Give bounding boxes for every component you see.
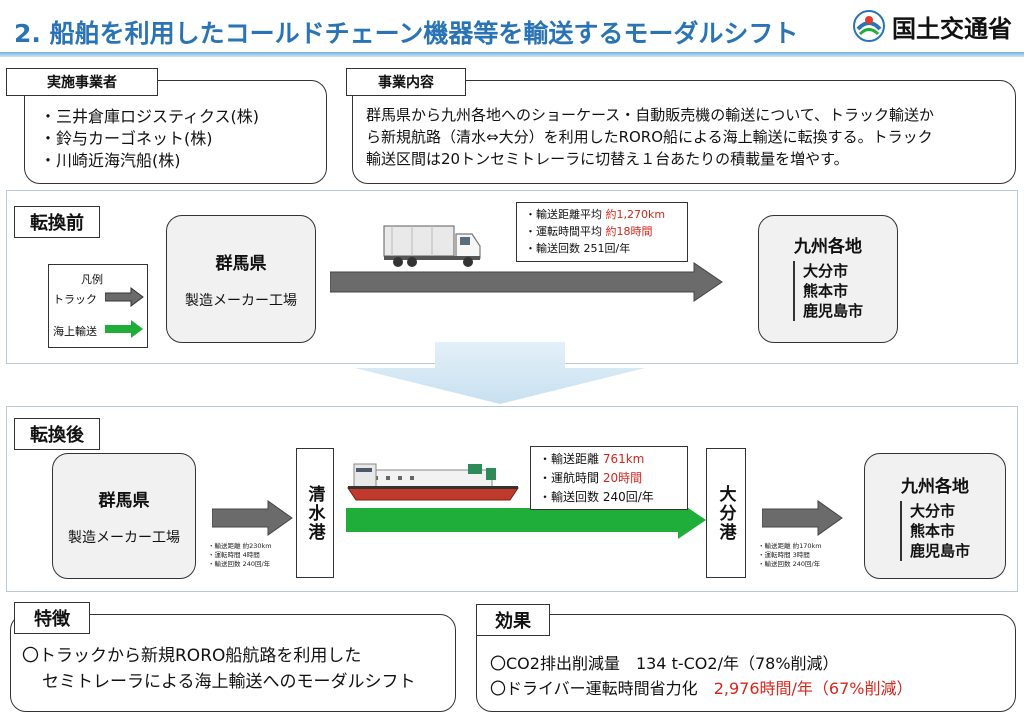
operator-item: ・川崎近海汽船(株) (40, 151, 181, 170)
dest-city-list: 大分市 熊本市 鹿児島市 (792, 261, 863, 321)
origin-title: 群馬県 (215, 253, 267, 274)
port-label: 大分港 (715, 484, 736, 542)
after-info-box: ・輸送距離 761km ・運航時間 20時間 ・輸送回数 240回/年 (530, 446, 688, 510)
legend-truck-arrow-icon (105, 287, 144, 307)
business-box (352, 80, 1016, 184)
page-title: 2. 船舶を利用したコールドチェーン機器等を輸送するモーダルシフト (14, 19, 799, 48)
truck-route-arrow (330, 262, 723, 302)
dest-city: 熊本市 (909, 522, 955, 540)
legend-sea-label: 海上輸送 (53, 325, 97, 338)
mlit-emblem-icon (853, 10, 885, 42)
port-label: 清水港 (304, 484, 325, 542)
legend-sea-arrow-icon (105, 320, 143, 338)
mini-info-left: ・輸送距離 約230km ・運転時間 4時間 ・輸送回数 240回/年 (208, 542, 272, 568)
ship-icon (347, 463, 519, 501)
dest-title: 九州各地 (901, 477, 969, 497)
sea-route-arrow (346, 501, 706, 539)
business-heading: 事業内容 (346, 68, 466, 96)
info-line: ・輸送距離平均 約1,270km (525, 208, 666, 221)
legend-title: 凡例 (81, 273, 103, 286)
transition-down-arrow (355, 342, 645, 404)
mini-info-right: ・輸送距離 約170km ・運転時間 3時間 ・輸送回数 240回/年 (758, 542, 822, 568)
title-underline (0, 52, 1024, 57)
features-line1: 〇トラックから新規RORO船航路を利用した (22, 646, 362, 666)
dest-city: 鹿児島市 (802, 302, 863, 320)
operators-box (24, 80, 327, 184)
before-dest-node: 九州各地 大分市 熊本市 鹿児島市 (758, 215, 898, 343)
dest-city: 大分市 (802, 262, 848, 280)
effects-line1: 〇CO2排出削減量 134 t-CO2/年（78%削減） (490, 654, 839, 673)
mlit-logo: 国土交通省 (852, 6, 1020, 46)
business-line: 輸送区間は20トンセミトレーラに切替え１台あたりの積載量を増やす。 (366, 150, 849, 168)
operator-item: ・三井倉庫ロジスティクス(株) (40, 107, 260, 126)
shimizu-port: 清水港 (296, 448, 334, 578)
legend-box: 凡例 トラック 海上輸送 (48, 264, 148, 348)
operator-item: ・鈴与カーゴネット(株) (40, 129, 213, 148)
info-line: ・輸送距離 761km (539, 452, 645, 466)
dest-city: 熊本市 (802, 282, 848, 300)
before-origin-node: 群馬県 製造メーカー工場 (166, 215, 316, 343)
dest-city: 大分市 (909, 502, 955, 520)
features-line2: セミトレーラによる海上輸送へのモーダルシフト (42, 672, 416, 692)
legend-truck-label: トラック (53, 293, 97, 306)
info-line: ・運航時間 20時間 (539, 471, 643, 485)
effects-heading: 効果 (476, 604, 550, 636)
origin-title: 群馬県 (98, 490, 150, 511)
dest-city: 鹿児島市 (909, 542, 970, 560)
dest-title: 九州各地 (794, 237, 862, 257)
operators-list: ・三井倉庫ロジスティクス(株) ・鈴与カーゴネット(株) ・川崎近海汽船(株) (40, 106, 259, 172)
business-text: 群馬県から九州各地へのショーケース・自動販売機の輸送について、トラック輸送か ら… (366, 104, 1006, 170)
business-line: ら新規航路（清水⇔大分）を利用したRORO船による海上輸送に転換する。トラック (366, 128, 933, 146)
effects-line2: 〇ドライバー運転時間省力化 2,976時間/年（67%削減） (490, 679, 913, 698)
origin-subtitle: 製造メーカー工場 (185, 292, 297, 309)
before-info-box: ・輸送距離平均 約1,270km ・運転時間平均 約18時間 ・輸送回数 251… (516, 202, 688, 262)
business-line: 群馬県から九州各地へのショーケース・自動販売機の輸送について、トラック輸送か (366, 106, 935, 124)
after-origin-node: 群馬県 製造メーカー工場 (52, 453, 196, 579)
logo-text: 国土交通省 (892, 14, 1012, 43)
info-line: ・輸送回数 251回/年 (525, 242, 631, 255)
truck-icon (383, 225, 481, 267)
features-heading: 特徴 (14, 602, 90, 634)
oita-port: 大分港 (706, 448, 746, 578)
truck-leg-arrow-right (762, 500, 843, 536)
effects-box (476, 614, 1016, 712)
truck-leg-arrow-left (212, 500, 293, 536)
info-line: ・輸送回数 240回/年 (539, 490, 654, 504)
origin-subtitle: 製造メーカー工場 (68, 529, 180, 546)
operators-heading: 実施事業者 (6, 68, 158, 96)
after-dest-node: 九州各地 大分市 熊本市 鹿児島市 (864, 453, 1006, 579)
after-heading: 転換後 (14, 418, 100, 450)
dest-city-list: 大分市 熊本市 鹿児島市 (899, 501, 970, 561)
before-heading: 転換前 (14, 206, 100, 238)
info-line: ・運転時間平均 約18時間 (525, 225, 653, 238)
